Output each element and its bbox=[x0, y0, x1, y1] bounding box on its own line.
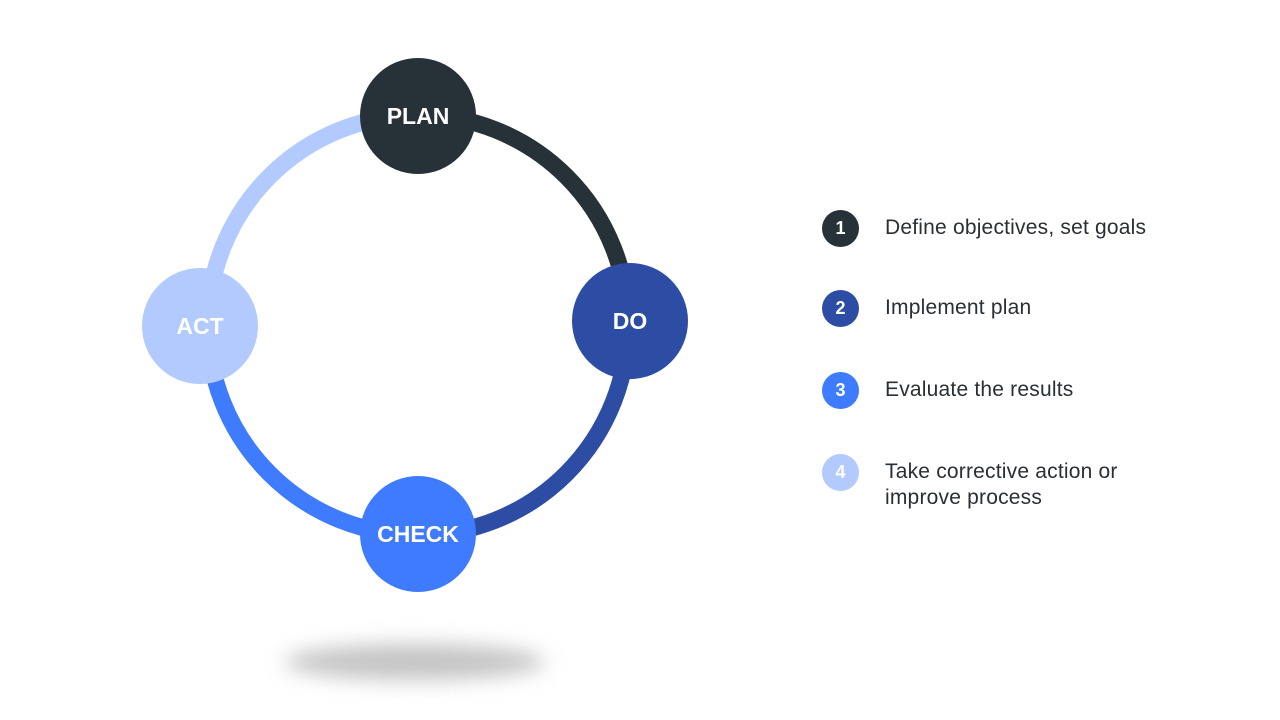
legend-badge: 4 bbox=[822, 454, 859, 491]
node-do: DO bbox=[572, 263, 688, 379]
node-plan-label: PLAN bbox=[387, 103, 450, 129]
node-act-circle bbox=[142, 268, 258, 384]
legend-item: 4 Take corrective action or improve proc… bbox=[822, 454, 1262, 511]
legend-badge: 2 bbox=[822, 290, 859, 327]
legend-badge: 3 bbox=[822, 372, 859, 409]
legend-item: 1 Define objectives, set goals bbox=[822, 210, 1262, 247]
node-plan-circle bbox=[360, 58, 476, 174]
legend-text: Implement plan bbox=[885, 296, 1032, 319]
node-check-circle bbox=[360, 476, 476, 592]
legend-text: Evaluate the results bbox=[885, 378, 1074, 401]
legend-text: Take corrective action or improve proces… bbox=[885, 460, 1118, 509]
legend-item: 2 Implement plan bbox=[822, 290, 1262, 327]
legend-badge: 1 bbox=[822, 210, 859, 247]
diagram-shadow bbox=[285, 644, 545, 680]
node-do-label: DO bbox=[613, 308, 648, 334]
legend-text: Define objectives, set goals bbox=[885, 216, 1147, 239]
node-check-label: CHECK bbox=[377, 521, 459, 547]
node-plan: PLAN bbox=[360, 58, 476, 174]
node-do-circle bbox=[572, 263, 688, 379]
node-act-label: ACT bbox=[176, 313, 223, 339]
cycle-arcs bbox=[199, 106, 637, 544]
node-act: ACT bbox=[142, 268, 258, 384]
node-check: CHECK bbox=[360, 476, 476, 592]
legend-item: 3 Evaluate the results bbox=[822, 372, 1262, 409]
